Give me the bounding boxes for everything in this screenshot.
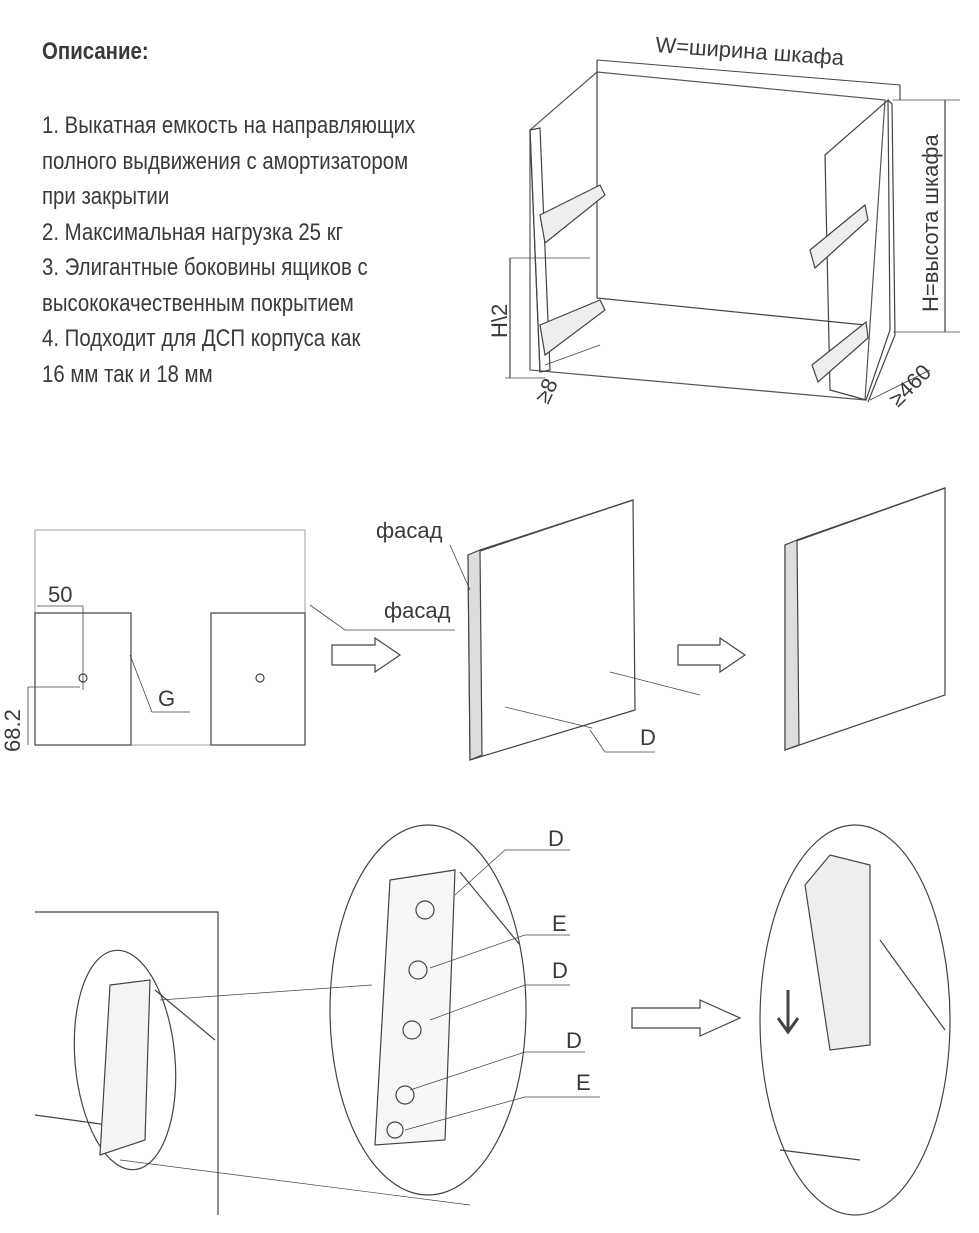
- half-height-label: H\2: [487, 304, 512, 338]
- min-offset-label: ≥8: [530, 375, 563, 408]
- facade-label-1: фасад: [376, 518, 443, 543]
- dim-50: 50: [48, 582, 72, 607]
- description-line: 16 мм так и 18 мм: [42, 360, 213, 388]
- bracket-label: D: [566, 1028, 582, 1053]
- bracket-label: E: [552, 911, 567, 936]
- bracket-label: D: [548, 826, 564, 851]
- description-list: 1. Выкатная емкость на направляющих полн…: [42, 108, 415, 392]
- description-line: высококачественным покрытием: [42, 289, 354, 317]
- description-title: Описание:: [42, 38, 149, 65]
- label-d: D: [640, 725, 656, 750]
- description-line: полного выдвижения с амортизатором: [42, 147, 409, 175]
- description-line: при закрытии: [42, 183, 170, 210]
- bracket-label: E: [576, 1070, 591, 1095]
- label-g: G: [158, 686, 175, 711]
- cabinet-drawing: W=ширина шкафа H=высота шкафа H\2 ≥8 ≥46…: [487, 32, 960, 412]
- bracket-label: D: [552, 958, 568, 983]
- dim-68: 68.2: [0, 709, 25, 752]
- facade-label-2: фасад: [384, 598, 451, 623]
- min-depth-label: ≥460: [884, 359, 936, 411]
- description-line: 2. Максимальная нагрузка 25 кг: [42, 218, 344, 246]
- description-line: 3. Элигантные боковины ящиков с: [42, 254, 368, 281]
- width-label: W=ширина шкафа: [655, 32, 846, 70]
- description-line: 4. Подходит для ДСП корпуса как: [42, 325, 361, 352]
- height-label: H=высота шкафа: [918, 133, 943, 312]
- description-line: 1. Выкатная емкость на направляющих: [42, 112, 416, 139]
- bracket-step-drawing: [34, 824, 951, 1216]
- facade-step-drawing: 50 68.2 G фасад фасад D: [0, 487, 946, 761]
